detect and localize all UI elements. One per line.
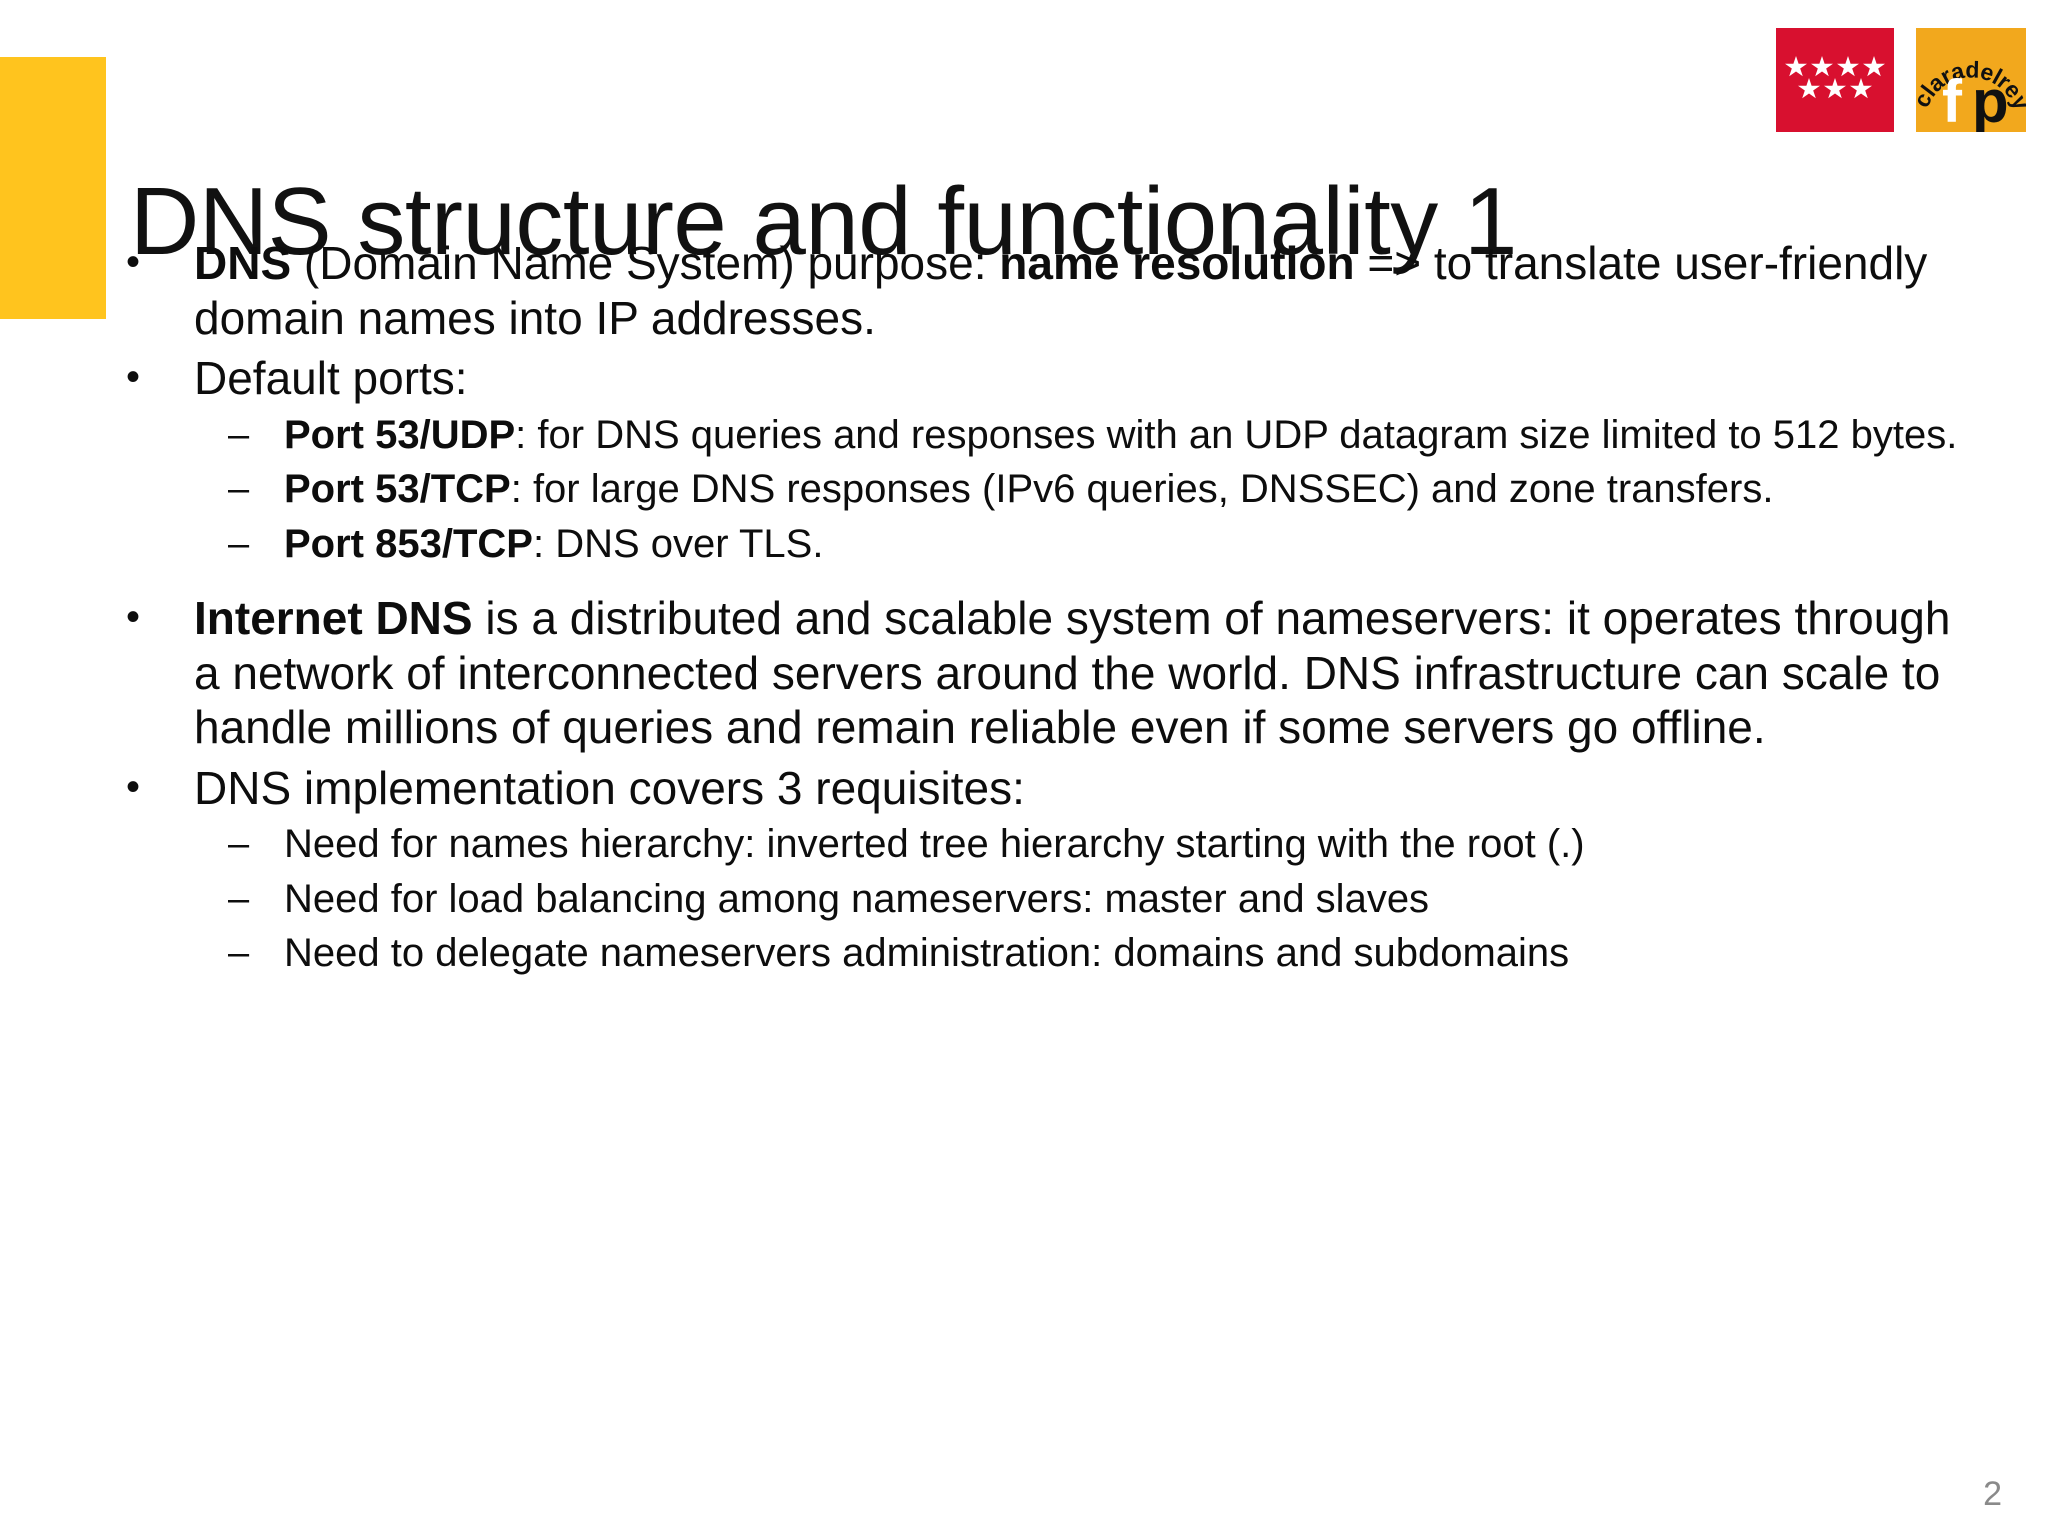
- bullet-text: Need for names hierarchy: inverted tree …: [284, 821, 1958, 869]
- bullet-text-run: : for DNS queries and responses with an …: [515, 412, 1958, 457]
- logo-group: claradelrey f p: [1776, 28, 2026, 132]
- bullet-text-run: is a distributed and scalable system of …: [194, 592, 1951, 754]
- bullet-item-internet-dns: • Internet DNS is a distributed and scala…: [118, 591, 1958, 755]
- bullet-item-requisite-hierarchy: –Need for names hierarchy: inverted tree…: [118, 821, 1958, 869]
- bullet-text-run: Default ports:: [194, 352, 468, 404]
- bullet-text-emphasis: Port 53/UDP: [284, 412, 516, 457]
- bullet-text: Port 53/UDP: for DNS queries and respons…: [284, 412, 1958, 460]
- madrid-stars-bottom-row: [1776, 78, 1894, 100]
- bullet-dot-icon: •: [126, 355, 141, 399]
- bullet-text-run: Need to delegate nameservers administrat…: [284, 931, 1570, 976]
- star-icon: [1850, 78, 1872, 99]
- bullet-dot-icon: •: [126, 595, 141, 640]
- slide-body: • DNS (Domain Name System) purpose: name …: [118, 236, 1958, 985]
- fp-letter-f: f: [1942, 68, 1963, 132]
- bullet-text-run: DNS implementation covers 3 requisites:: [194, 761, 1025, 814]
- claradelrey-arc-text: claradelrey: [1916, 56, 2026, 113]
- star-icon: [1824, 78, 1846, 99]
- bullet-text: DNS (Domain Name System) purpose: name r…: [194, 236, 1958, 345]
- bullet-dash-icon: –: [228, 877, 250, 920]
- star-icon: [1863, 56, 1885, 77]
- comunidad-de-madrid-emblem-icon: [1776, 28, 1894, 132]
- svg-text:claradelrey: claradelrey: [1916, 56, 2026, 113]
- bullet-text-run: Need for names hierarchy: inverted tree …: [284, 822, 1585, 867]
- bullet-text-run: : for large DNS responses (IPv6 queries,…: [510, 467, 1774, 512]
- bullet-text-emphasis: name resolution: [999, 237, 1355, 289]
- bullet-dash-icon: –: [228, 522, 250, 565]
- star-icon: [1837, 56, 1859, 77]
- bullet-text-run: : DNS over TLS.: [532, 521, 824, 566]
- bullet-text: Port 853/TCP: DNS over TLS.: [284, 521, 1958, 569]
- bullet-item-requisite-delegation: –Need to delegate nameservers administra…: [118, 930, 1958, 978]
- bullet-text-emphasis: Port 53/TCP: [284, 467, 511, 512]
- bullet-item-dns-requisites: • DNS implementation covers 3 requisites:: [118, 761, 1958, 816]
- bullet-text: Need to delegate nameservers administrat…: [284, 930, 1958, 978]
- star-icon: [1811, 56, 1833, 77]
- bullet-dash-icon: –: [228, 823, 250, 866]
- bullet-text: Port 53/TCP: for large DNS responses (IP…: [284, 466, 1958, 514]
- bullet-text: Need for load balancing among nameserver…: [284, 876, 1958, 924]
- bullet-dash-icon: –: [228, 932, 250, 975]
- star-icon: [1798, 78, 1820, 99]
- bullet-text-emphasis: DNS: [194, 237, 292, 289]
- bullet-item-dns-purpose: • DNS (Domain Name System) purpose: name …: [118, 236, 1958, 345]
- bullet-text-run: => to translate user-friendly domain nam…: [194, 237, 1928, 344]
- bullet-item-port-53-tcp: –Port 53/TCP: for large DNS responses (I…: [118, 466, 1958, 514]
- page-title: DNS structure and functionality 1: [130, 168, 1517, 276]
- bullet-dash-icon: –: [228, 413, 250, 456]
- bullet-item-port-53-udp: –Port 53/UDP: for DNS queries and respon…: [118, 412, 1958, 460]
- bullet-text-run: Need for load balancing among nameserver…: [284, 876, 1430, 921]
- bullet-item-default-ports: • Default ports:: [118, 351, 1958, 406]
- bullet-text-run: (Domain Name System) purpose:: [291, 237, 1000, 289]
- spacer: [118, 575, 1958, 591]
- star-icon: [1785, 56, 1807, 77]
- bullet-text: Internet DNS is a distributed and scalab…: [194, 591, 1958, 755]
- title-accent-bar: [0, 57, 106, 319]
- page-number: 2: [1983, 1475, 2002, 1513]
- claradelrey-fp-logo-icon: claradelrey f p: [1916, 28, 2026, 132]
- bullet-text: DNS implementation covers 3 requisites:: [194, 761, 1958, 816]
- bullet-text: Default ports:: [194, 351, 1958, 406]
- fp-letter-p: p: [1972, 68, 2009, 132]
- bullet-dash-icon: –: [228, 468, 250, 511]
- madrid-stars-top-row: [1776, 56, 1894, 78]
- bullet-text-emphasis: Port 853/TCP: [284, 521, 533, 566]
- bullet-text-emphasis: Internet DNS: [194, 592, 473, 645]
- bullet-dot-icon: •: [126, 240, 141, 284]
- bullet-item-requisite-load-balancing: –Need for load balancing among nameserve…: [118, 876, 1958, 924]
- bullet-dot-icon: •: [126, 764, 141, 809]
- bullet-item-port-853-tcp: –Port 853/TCP: DNS over TLS.: [118, 521, 1958, 569]
